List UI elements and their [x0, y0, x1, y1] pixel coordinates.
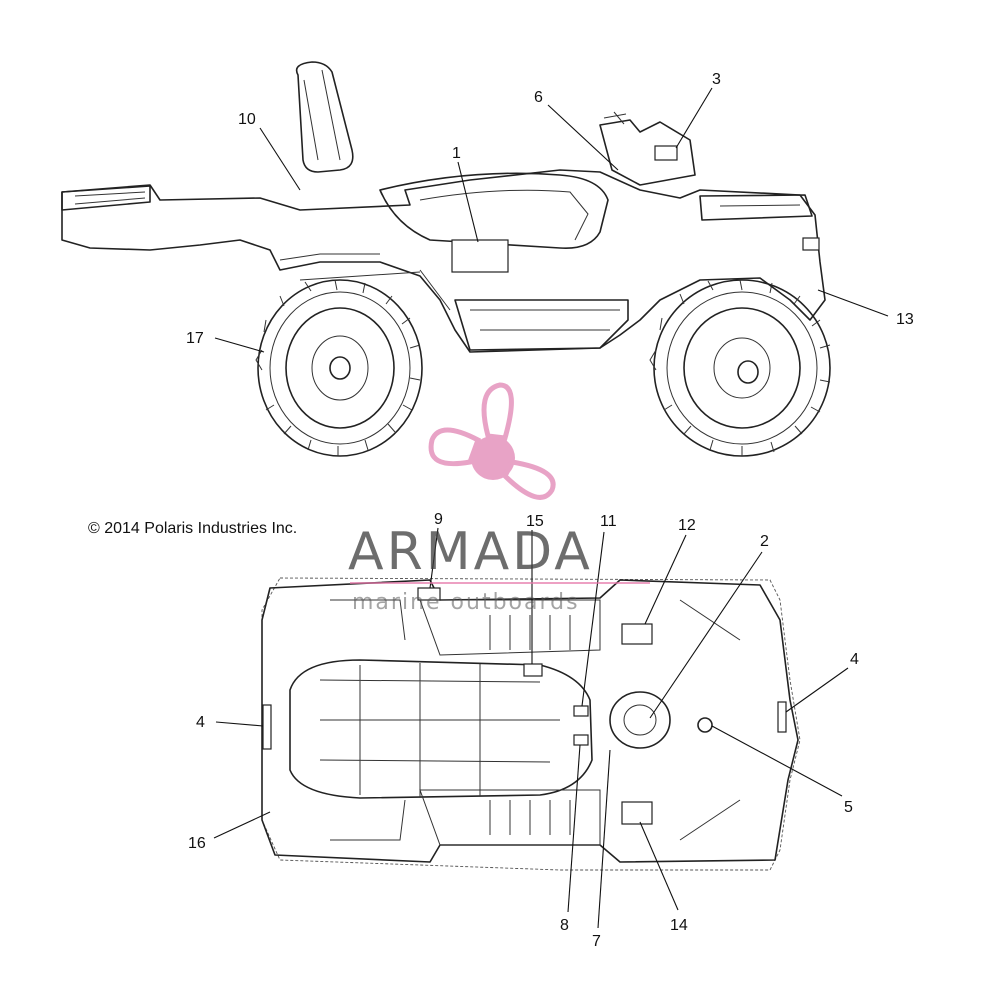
callout-4-rear: 4 — [196, 714, 205, 731]
copyright-notice: © 2014 Polaris Industries Inc. — [88, 520, 298, 537]
watermark-rule — [350, 582, 650, 584]
callout-7: 7 — [592, 933, 601, 950]
decal-8 — [573, 734, 589, 746]
leader-lines — [213, 87, 889, 929]
decal-15 — [523, 663, 543, 677]
decal-11 — [573, 705, 589, 717]
callout-10: 10 — [238, 111, 256, 128]
callout-13: 13 — [896, 311, 914, 328]
decal-1 — [451, 239, 509, 273]
callout-6: 6 — [534, 89, 543, 106]
front-wheel — [649, 279, 831, 457]
decal-3 — [654, 145, 678, 161]
decal-13 — [802, 237, 820, 251]
callout-11: 11 — [600, 513, 617, 530]
callout-3: 3 — [712, 71, 721, 88]
callout-1: 1 — [452, 145, 461, 162]
rear-wheel — [255, 279, 423, 457]
watermark-propeller-icon — [428, 382, 556, 500]
callout-4-front: 4 — [850, 651, 859, 668]
callout-12: 12 — [678, 517, 696, 534]
watermark-name: ARMADA — [348, 522, 593, 582]
callout-8: 8 — [560, 917, 569, 934]
decal-9 — [417, 587, 441, 601]
callout-5: 5 — [844, 799, 853, 816]
atv-side-view — [61, 61, 831, 457]
callout-15: 15 — [526, 513, 544, 530]
decal-12 — [621, 623, 653, 645]
decal-4-rear — [262, 704, 272, 750]
callout-14: 14 — [670, 917, 688, 934]
atv-top-view — [261, 577, 801, 871]
watermark-subtitle: marine outboards — [352, 590, 580, 615]
callout-labels: 1 3 6 10 13 17 2 4 4 5 7 8 9 11 12 14 15… — [186, 71, 914, 950]
callout-17: 17 — [186, 330, 204, 347]
decal-14 — [621, 801, 653, 825]
callout-16: 16 — [188, 835, 206, 852]
decal-4-front — [777, 701, 787, 733]
callout-2: 2 — [760, 533, 769, 550]
callout-9: 9 — [434, 511, 443, 528]
